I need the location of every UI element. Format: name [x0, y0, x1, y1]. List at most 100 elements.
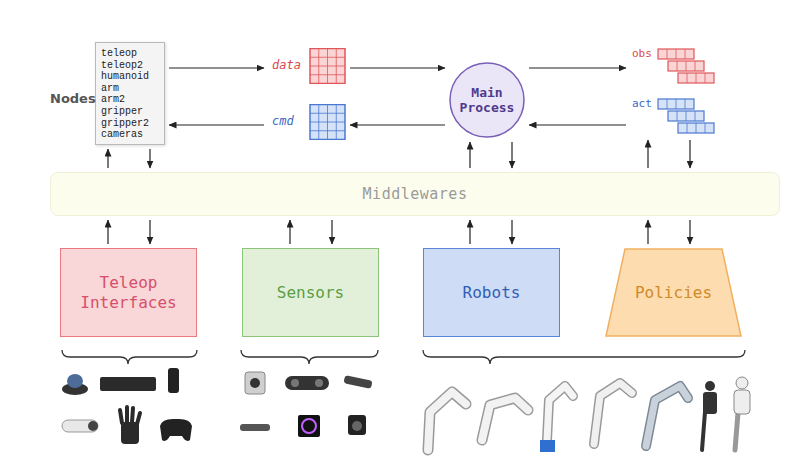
robot-icon	[703, 392, 717, 414]
node-name: gripper	[101, 106, 159, 118]
middleware-band: Middlewares	[50, 172, 780, 216]
flow-arrow	[529, 124, 626, 125]
node-name: teleop2	[101, 60, 159, 72]
obs-stack-outline	[658, 49, 714, 83]
tensor-label: cmd	[272, 114, 294, 128]
tensor-grid	[310, 49, 345, 84]
grid-line	[310, 122, 345, 123]
sensor-device-icon	[343, 375, 372, 389]
token-divider	[696, 73, 697, 83]
flow-arrow	[149, 149, 150, 168]
node-label: Robots	[463, 283, 521, 303]
tensor-label: data	[272, 58, 301, 72]
flow-arrow	[647, 220, 648, 244]
token-bar	[658, 49, 694, 59]
grid-line	[310, 66, 345, 67]
teleop-device-icon	[168, 368, 179, 393]
node-name: teleop	[101, 48, 159, 60]
token-divider	[677, 61, 678, 71]
node-name: arm	[101, 83, 159, 95]
tensor-grid	[310, 105, 345, 140]
policy-trapezoid-outline	[606, 249, 741, 336]
sensor-device-icon	[240, 372, 373, 437]
robot-icon	[540, 440, 555, 452]
bracket	[241, 350, 378, 364]
flow-arrow	[149, 220, 150, 244]
token-divider	[685, 49, 686, 59]
robot-icon	[594, 383, 632, 444]
teleop-device-icon	[62, 368, 192, 444]
token-divider	[705, 123, 706, 133]
policy-trapezoid: Policies	[605, 248, 742, 337]
data-grid-outline	[310, 49, 345, 84]
token-divider	[677, 111, 678, 121]
token-bar	[668, 61, 704, 71]
token-divider	[687, 123, 688, 133]
sensor-device-icon	[298, 415, 320, 437]
robot-icon	[736, 377, 748, 389]
robot-icon	[702, 412, 705, 450]
teleop-device-icon	[160, 419, 192, 441]
token-divider	[705, 73, 706, 83]
flow-arrow	[511, 220, 512, 244]
flow-arrow	[511, 142, 512, 168]
node-name: arm2	[101, 94, 159, 106]
sensor-device-icon	[291, 379, 299, 387]
flow-arrow	[689, 220, 690, 244]
node-list-box: Nodesteleopteleop2humanoidarmarm2gripper…	[95, 42, 165, 145]
node-name: cameras	[101, 129, 159, 141]
teleop-device-icon	[88, 421, 98, 431]
data-grid: data	[268, 48, 346, 84]
flow-arrow	[689, 140, 690, 168]
flow-arrow	[469, 142, 470, 168]
grid-line	[310, 130, 345, 131]
act-stack: act	[630, 96, 716, 136]
sensor-device-icon	[240, 424, 270, 431]
bracket	[62, 350, 197, 364]
sensor-device-icon	[245, 372, 265, 394]
tensor-label: act	[632, 97, 652, 110]
robot-icon	[646, 386, 688, 446]
robot-icon	[705, 381, 715, 391]
teleop-device-icon	[120, 407, 140, 424]
robot-icon	[482, 398, 528, 440]
node-name: humanoid	[101, 71, 159, 83]
process-circle-outline	[450, 63, 524, 137]
component-box: Sensors	[242, 248, 379, 337]
bracket	[423, 350, 745, 364]
token-divider	[687, 73, 688, 83]
flow-arrow	[289, 220, 290, 244]
node-label: Middlewares	[363, 185, 468, 203]
robot-icon	[428, 392, 466, 450]
token-bar	[658, 99, 694, 109]
node-label: Policies	[635, 283, 712, 303]
node-label: Teleop Interfaces	[66, 273, 191, 313]
flow-arrow	[469, 220, 470, 244]
process-circle: Main Process	[449, 62, 525, 138]
teleop-device-icon	[67, 374, 83, 388]
sensor-device-icon	[315, 379, 323, 387]
robot-icon	[735, 413, 738, 450]
sensor-device-icon	[348, 415, 366, 435]
sensor-device-icon	[285, 376, 329, 390]
cmd-grid: cmd	[268, 104, 346, 140]
token-divider	[676, 49, 677, 59]
node-label: Sensors	[277, 283, 344, 303]
robot-icon	[734, 390, 750, 414]
token-bar	[678, 73, 714, 83]
token-divider	[695, 61, 696, 71]
flow-arrow	[529, 67, 626, 68]
component-box: Teleop Interfaces	[60, 248, 197, 337]
process-circle-outline	[450, 63, 524, 137]
flow-arrow	[107, 149, 108, 168]
teleop-device-icon	[100, 377, 156, 391]
node-name: gripper2	[101, 118, 159, 130]
flow-arrow	[331, 220, 332, 244]
bracket	[62, 350, 745, 364]
flow-arrow	[169, 124, 264, 125]
token-divider	[676, 99, 677, 109]
flow-arrow	[350, 124, 445, 125]
sensor-device-icon	[250, 378, 260, 388]
token-divider	[686, 61, 687, 71]
